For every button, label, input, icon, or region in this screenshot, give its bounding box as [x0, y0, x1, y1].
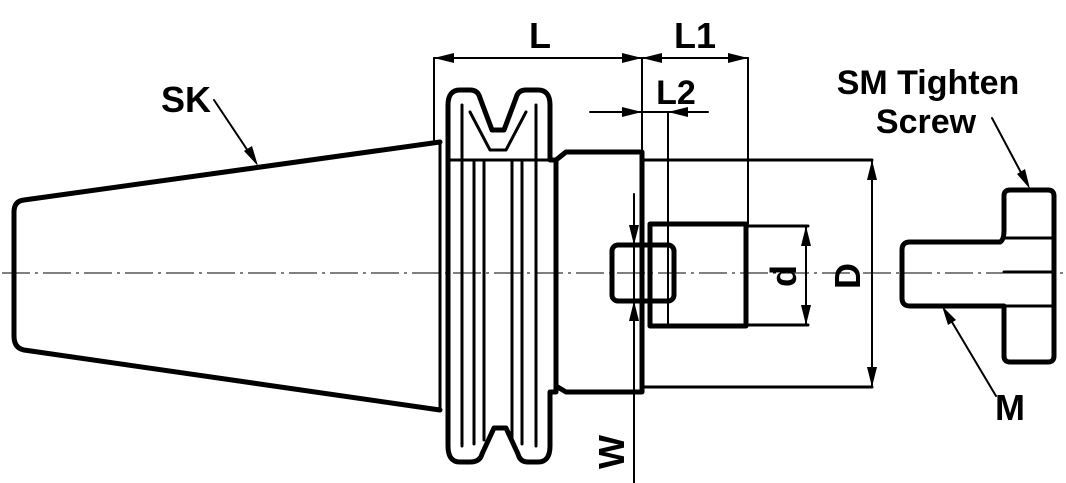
- label-L: L: [529, 15, 551, 56]
- taper-shank: [11, 139, 443, 413]
- label-sm-line2: Screw: [876, 103, 977, 141]
- bore: [647, 221, 810, 329]
- label-L2: L2: [656, 74, 696, 112]
- holder-body: [553, 149, 874, 395]
- label-sm-line1: SM Tighten: [837, 64, 1020, 102]
- set-screw-hole: [609, 242, 677, 304]
- label-L1: L1: [674, 15, 716, 56]
- label-d: d: [763, 265, 804, 287]
- label-M: M: [995, 387, 1025, 428]
- label-W: W: [591, 435, 632, 469]
- label-SK: SK: [161, 79, 211, 120]
- sm-tighten-screw: [899, 187, 1057, 365]
- flange: [445, 87, 559, 465]
- dimension-lines: [213, 53, 1030, 483]
- label-D: D: [827, 263, 868, 289]
